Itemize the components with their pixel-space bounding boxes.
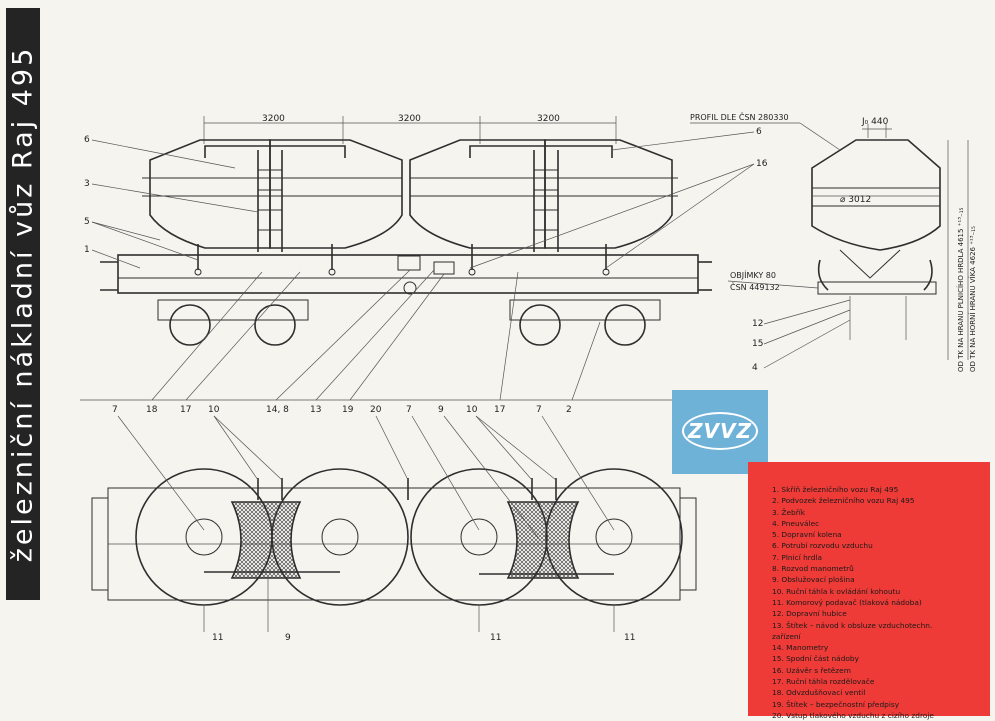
callout-6-right: 6 — [756, 127, 762, 137]
legend-item: 19. Štítek – bezpečnostní předpisy — [772, 699, 900, 709]
outlet-pipe — [194, 244, 610, 276]
callout-10b: 10 — [466, 405, 478, 415]
callout-9b: 9 — [285, 633, 291, 643]
legend-item: 15. Spodní část nádoby — [772, 654, 859, 664]
legend-item: 14. Manometry — [772, 643, 829, 653]
callout-12: 12 — [752, 319, 763, 329]
dimension-spacing-1: 3200 — [262, 114, 285, 124]
dimension-spacing-3: 3200 — [537, 114, 560, 124]
legend-item: 2. Podvozek železničního vozu Raj 495 — [772, 496, 915, 506]
manufacturer-logo: ZVVZ — [672, 390, 768, 474]
logo-ellipse: ZVVZ — [682, 412, 758, 450]
legend-item: 4. Pneuválec — [772, 518, 820, 528]
callout-17: 17 — [180, 405, 191, 415]
callout-17b: 17 — [494, 405, 505, 415]
callout-2: 2 — [566, 405, 572, 415]
service-platform — [230, 501, 580, 579]
legend-item: 16. Uzávěr s řetězem — [772, 665, 851, 675]
hopper-plan — [135, 468, 683, 606]
callout-20: 20 — [370, 405, 382, 415]
callout-15: 15 — [752, 339, 763, 349]
ladder — [257, 150, 559, 252]
logo-text: ZVVZ — [688, 419, 752, 443]
legend-item: 8. Rozvod manometrů — [772, 564, 854, 574]
callout-16: 16 — [756, 159, 768, 169]
bogie — [157, 299, 661, 346]
callout-14-8: 14, 8 — [266, 405, 289, 415]
callout-7c: 7 — [536, 405, 542, 415]
callout-3: 3 — [84, 179, 90, 189]
callout-11a: 11 — [212, 633, 223, 643]
legend-item: 10. Ruční táhla k ovládání kohoutu — [772, 586, 901, 596]
hopper-body — [142, 139, 678, 249]
parts-legend: 1. Skříň železničního vozu Raj 495 2. Pod… — [748, 462, 990, 720]
plan-view: 18 17 10 7 14, 8 13 19 20 7 9 10 17 7 2 … — [80, 269, 700, 643]
legend-item: 11. Komorový podavač (tlaková nádoba) — [772, 597, 922, 607]
legend-item: 1. Skříň železničního vozu Raj 495 — [772, 485, 899, 494]
callout-4: 4 — [752, 363, 758, 373]
legend-list: 1. Skříň železničního vozu Raj 495 2. Pod… — [772, 484, 984, 721]
legend-item: 17. Ruční táhla rozdělovače — [772, 677, 875, 687]
side-view: 3200 3200 3200 — [84, 114, 768, 346]
callout-7a: 7 — [112, 405, 118, 415]
legend-item: 20. Vstup tlakového vzduchu z cizího zdr… — [772, 710, 934, 720]
callout-13: 13 — [310, 405, 321, 415]
legend-item: 18. Odvzdušňovací ventil — [772, 688, 866, 698]
height-lid-label: OD TK NA HORNÍ HRANU VÍKA 4626 ⁺¹³₋₁₅ — [968, 226, 977, 372]
legend-item: 3. Žebřík — [772, 507, 806, 517]
legend-item: 6. Potrubí rozvodu vzduchu — [772, 541, 873, 551]
callout-1: 1 — [84, 245, 90, 255]
legend-item: 9. Obslužovací plošina — [772, 575, 855, 585]
callout-7b: 7 — [406, 405, 412, 415]
legend-item: 13. Štítek – návod k obsluze vzduchotech… — [772, 620, 933, 641]
callout-10: 10 — [208, 405, 220, 415]
legend-item: 7. Plnicí hrdla — [772, 552, 822, 562]
legend-item: 12. Dopravní hubice — [772, 609, 847, 619]
clamps-label: OBJÍMKY 80 — [730, 269, 776, 280]
callout-19: 19 — [342, 405, 354, 415]
callout-6: 6 — [84, 135, 90, 145]
height-fill-label: OD TK NA HRANU PLNICÍHO HRDLA 4615 ⁺¹³₋₁… — [956, 208, 965, 372]
legend-item: 5. Dopravní kolena — [772, 530, 842, 540]
end-diameter: ⌀ 3012 — [840, 195, 871, 205]
dimension-spacing-2: 3200 — [398, 114, 421, 124]
callout-18: 18 — [146, 405, 158, 415]
profile-norm: PROFIL DLE ČSN 280330 — [690, 111, 789, 122]
underframe — [100, 254, 712, 295]
callout-11c: 11 — [624, 633, 635, 643]
callout-5: 5 — [84, 217, 90, 227]
title-band: železniční nákladní vůz Raj 495 — [6, 8, 40, 600]
callout-11b: 11 — [490, 633, 501, 643]
callout-9: 9 — [438, 405, 444, 415]
end-view: ⌀ 3012 J₀ 440 PROFIL DLE ČSN 280330 OBJÍ… — [690, 111, 977, 373]
clamps-norm: ČSN 449132 — [730, 281, 780, 292]
end-top-width: J₀ 440 — [861, 117, 889, 127]
